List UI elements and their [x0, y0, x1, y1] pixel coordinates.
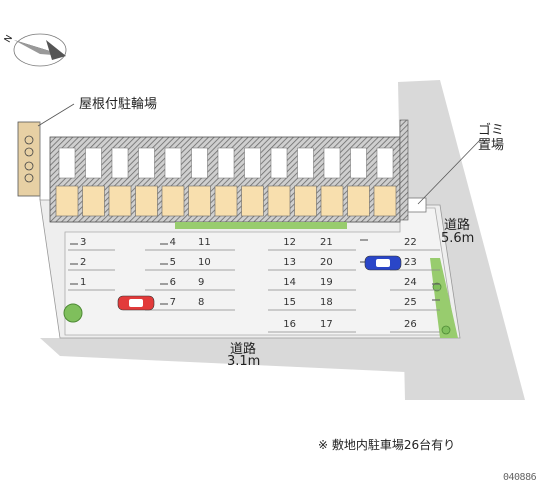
- parked-cars: [117, 255, 402, 311]
- unit-interior: [244, 147, 261, 179]
- building-unit: [161, 185, 185, 217]
- parking-space-number: 16: [283, 319, 296, 330]
- parking-space-number: 11: [198, 237, 211, 248]
- building-unit: [347, 185, 370, 217]
- parking-space-number: 21: [320, 237, 333, 248]
- parking-space-number: 2: [80, 257, 86, 268]
- parking-space-number: 23: [404, 257, 417, 268]
- building-unit: [214, 185, 238, 217]
- garbage-area: [407, 197, 427, 213]
- unit-interior: [85, 147, 102, 179]
- building-unit: [267, 185, 291, 217]
- parking-space-number: 5: [170, 257, 176, 268]
- green-strip-top: [175, 222, 347, 229]
- unit-interior: [164, 147, 182, 179]
- building-unit: [108, 185, 132, 217]
- parking-space-number: 17: [320, 319, 333, 330]
- parking-space-number: 14: [283, 277, 296, 288]
- car-window: [129, 299, 143, 307]
- parking-space-number: 26: [404, 319, 417, 330]
- parking-space-number: 8: [198, 297, 204, 308]
- road-south-name: 道路: [230, 342, 257, 357]
- compass-north-label: N: [3, 34, 15, 45]
- parking-count-note: ※ 敷地内駐車場26台有り: [318, 438, 456, 452]
- parking-space-number: 24: [404, 277, 417, 288]
- garbage-label-line2: 置場: [478, 138, 505, 153]
- building-unit: [241, 185, 264, 217]
- unit-interior: [323, 147, 341, 179]
- unit-interior: [270, 147, 288, 179]
- parking-space-number: 9: [198, 277, 204, 288]
- unit-interior: [297, 147, 314, 179]
- parking-space-number: 13: [283, 257, 296, 268]
- tree-icon: [441, 325, 451, 335]
- unit-interior: [58, 147, 76, 179]
- bicycle-parking-area: [17, 121, 41, 197]
- parking-space-number: 4: [170, 237, 176, 248]
- parking-lot: [64, 207, 456, 336]
- building-unit: [82, 185, 105, 217]
- unit-interior: [111, 147, 129, 179]
- parking-space-number: 22: [404, 237, 417, 248]
- garbage-label: ゴミ 置場: [478, 123, 504, 153]
- unit-interior: [138, 147, 155, 179]
- building-unit: [135, 185, 158, 217]
- car-window: [376, 259, 390, 267]
- building-unit: [320, 185, 344, 217]
- tree-icon: [432, 282, 442, 292]
- unit-interior: [350, 147, 367, 179]
- green-strip-east: [430, 258, 458, 338]
- bicycle-parking-label: 屋根付駐輪場: [79, 97, 158, 112]
- parking-space-number: 10: [198, 257, 211, 268]
- unit-interior: [191, 147, 208, 179]
- unit-interior: [217, 147, 235, 179]
- tree-icon: [63, 303, 83, 323]
- parking-space-number: 12: [283, 237, 296, 248]
- road-south: [40, 338, 460, 400]
- property-code: 040886: [503, 472, 537, 483]
- garbage-label-line1: ゴミ: [478, 123, 505, 138]
- parking-space-number: 15: [283, 297, 296, 308]
- parking-space-number: 25: [404, 297, 417, 308]
- parking-space-number: 1: [80, 277, 86, 288]
- parking-space-number: 6: [170, 277, 176, 288]
- building-unit: [188, 185, 211, 217]
- bicycle-icon: [24, 135, 34, 183]
- compass-icon: [13, 33, 67, 67]
- parking-space-number: 19: [320, 277, 333, 288]
- parking-space-number: 18: [320, 297, 333, 308]
- road-east-name: 道路: [444, 218, 471, 233]
- building-unit: [55, 185, 79, 217]
- building-unit: [373, 185, 397, 217]
- unit-interior: [376, 147, 394, 179]
- parking-space-number: 3: [80, 237, 86, 248]
- parking-space-number: 7: [170, 297, 176, 308]
- building-unit: [294, 185, 317, 217]
- parking-stalls: 3214567111098121314151621201918172223242…: [68, 237, 440, 333]
- building-units: [55, 147, 397, 217]
- parking-space-number: 20: [320, 257, 333, 268]
- road-south-width: 3.1m: [227, 354, 261, 369]
- road-east-width: 5.6m: [441, 231, 475, 246]
